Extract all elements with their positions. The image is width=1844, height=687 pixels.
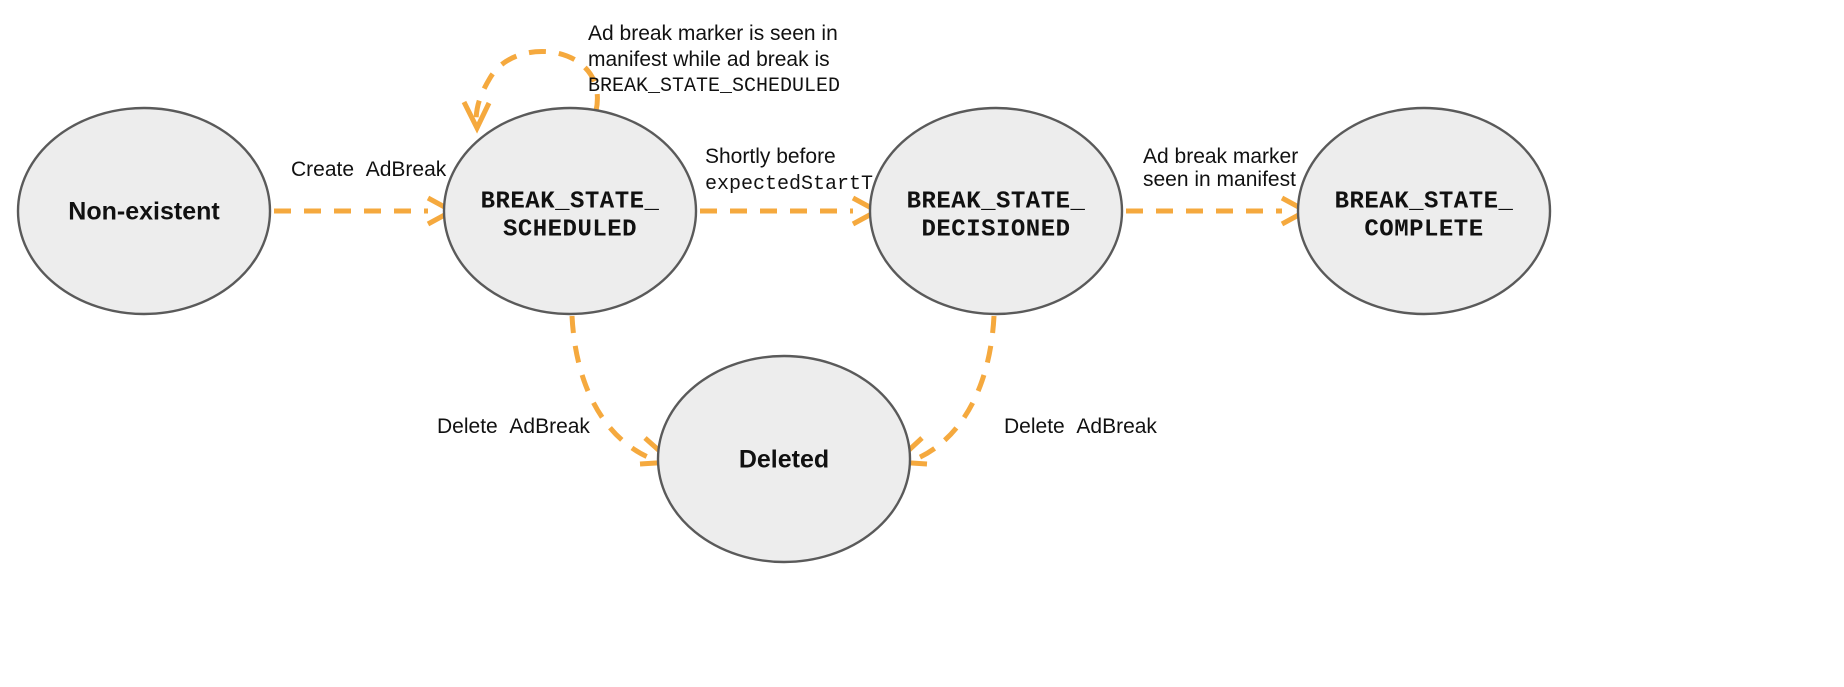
node-break-state-complete[interactable]: BREAK_STATE_ COMPLETE [1296,106,1552,316]
edge-label-decisioned-to-complete: Ad break marker seen in manifest [1143,145,1298,191]
svg-text:BREAK_STATE_SCHEDULED: BREAK_STATE_SCHEDULED [588,75,840,98]
node-shape [442,106,698,316]
edge-label-decisioned-to-deleted: Delete AdBreak [1004,415,1157,438]
edge-label-scheduled-to-deleted: Delete AdBreak [437,415,590,438]
edge-scheduled-to-deleted [569,315,679,467]
node-label-break-state-complete-line1: BREAK_STATE_ [1335,188,1514,215]
edge-decisioned-to-deleted [890,315,997,467]
node-label-break-state-decisioned-line2: DECISIONED [921,216,1070,243]
node-label-break-state-decisioned-line1: BREAK_STATE_ [907,188,1086,215]
edge-scheduled-to-decisioned [700,195,883,227]
svg-text:seen in manifest: seen in manifest [1143,168,1296,191]
node-label-non-existent: Non-existent [68,198,220,226]
node-break-state-scheduled[interactable]: BREAK_STATE_ SCHEDULED [442,106,698,316]
node-non-existent[interactable]: Non-existent [16,106,272,316]
svg-text:Ad break marker: Ad break marker [1143,145,1298,168]
node-shape [1296,106,1552,316]
edge-label-scheduled-to-decisioned: Shortly before expectedStartTime [705,145,909,196]
edge-self-loop-scheduled [461,48,600,134]
node-break-state-decisioned[interactable]: BREAK_STATE_ DECISIONED [868,106,1124,316]
svg-text:Ad break marker is seen in: Ad break marker is seen in [588,22,838,45]
node-shape [656,354,912,564]
edge-label-self-loop-note: Ad break marker is seen in manifest whil… [588,22,840,98]
node-label-break-state-scheduled-line2: SCHEDULED [503,216,637,243]
node-label-deleted: Deleted [739,446,829,474]
node-deleted[interactable]: Deleted [656,354,912,564]
edge-decisioned-to-complete [1126,195,1312,227]
node-label-break-state-scheduled-line1: BREAK_STATE_ [481,188,660,215]
node-shape [16,106,272,316]
node-shape [868,106,1124,316]
node-label-break-state-complete-line2: COMPLETE [1364,216,1483,243]
edge-label-create-adbreak: Create AdBreak [291,158,447,181]
svg-text:expectedStartTime: expectedStartTime [705,173,909,196]
svg-text:manifest while ad break is: manifest while ad break is [588,48,830,71]
svg-text:Shortly before: Shortly before [705,145,836,168]
edge-create-adbreak [274,195,458,227]
